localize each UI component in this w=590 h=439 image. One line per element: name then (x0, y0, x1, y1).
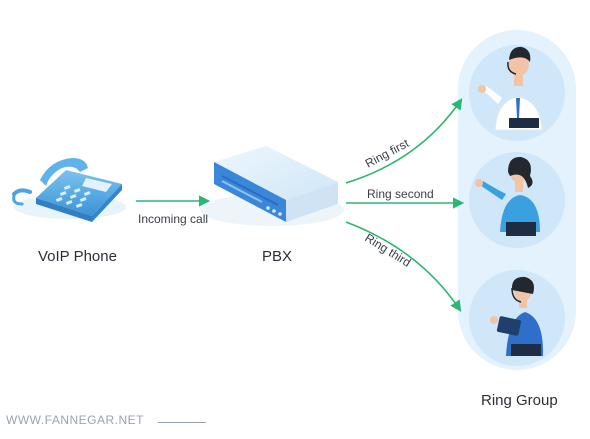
voip-phone-icon (12, 158, 126, 222)
ring-third-label: Ring third (362, 231, 413, 270)
ring-third-arrow (345, 221, 462, 312)
ring-first-arrow (345, 98, 463, 184)
ring-second-label: Ring second (367, 187, 434, 201)
pbx-device-icon (200, 146, 344, 226)
watermark: WWW.FANNEGAR.NET (6, 413, 144, 427)
incoming-call-label: Incoming call (138, 212, 209, 226)
agent-2-icon (469, 152, 565, 248)
pbx-label: PBX (262, 248, 293, 265)
ring-group-label: Ring Group (481, 392, 558, 409)
agent-3-icon (469, 270, 565, 366)
agent-1-icon (469, 45, 565, 141)
voip-phone-label: VoIP Phone (38, 248, 117, 265)
watermark-underline (158, 422, 206, 423)
